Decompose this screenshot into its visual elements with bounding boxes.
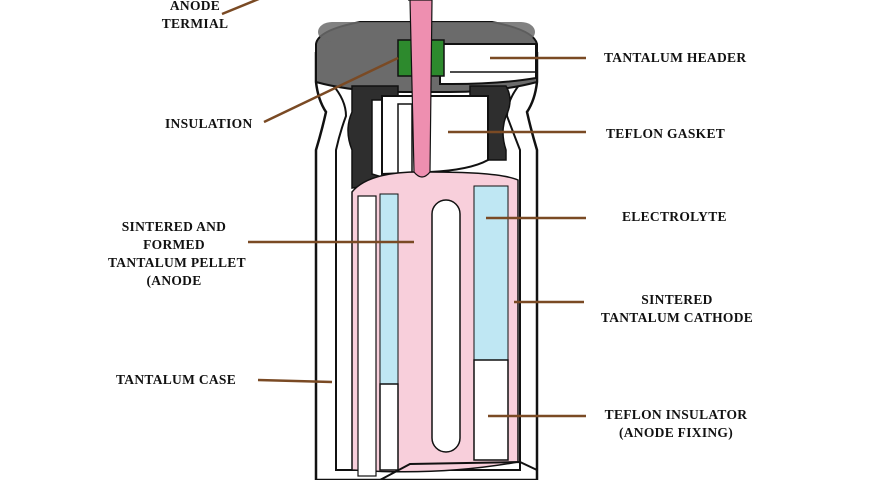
electrolyte-left xyxy=(379,193,399,385)
header-cutaway xyxy=(439,43,537,85)
label-tantalum-case: TANTALUM CASE xyxy=(116,371,236,389)
label-pellet-line1: SINTERED AND xyxy=(121,219,227,234)
label-cathode-line2: TANTALUM CATHODE xyxy=(600,310,754,325)
label-insulator-line1: TEFLON INSULATOR xyxy=(604,407,748,422)
label-sintered-pellet: SINTERED AND FORMED TANTALUM PELLET (ANO… xyxy=(108,218,246,290)
label-teflon-insulator: TEFLON INSULATOR (ANODE FIXING) xyxy=(596,406,756,442)
label-pellet-line3: TANTALUM PELLET xyxy=(108,255,246,270)
label-case-line1: TANTALUM CASE xyxy=(116,372,237,387)
pellet-slot xyxy=(431,199,461,453)
label-pellet-line2: FORMED xyxy=(143,237,205,252)
label-insulation-line1: INSULATION xyxy=(165,116,253,131)
label-teflon-gasket: TEFLON GASKET xyxy=(606,125,725,143)
teflon-insulator-left xyxy=(379,383,399,471)
teflon-gasket-shell-right xyxy=(469,85,511,161)
case-base xyxy=(379,460,538,480)
label-electrolyte-line1: ELECTROLYTE xyxy=(622,209,727,224)
label-tantalum-header: TANTALUM HEADER xyxy=(604,49,746,67)
label-anode-terminal-line2: TERMIAL xyxy=(161,16,229,31)
label-electrolyte: ELECTROLYTE xyxy=(622,208,727,226)
label-cathode-line1: SINTERED xyxy=(641,292,713,307)
gasket-slot xyxy=(397,103,413,175)
label-pellet-line4: (ANODE xyxy=(146,273,202,288)
electrolyte-right xyxy=(473,185,509,361)
label-insulation: INSULATION xyxy=(165,115,253,133)
label-header-line1: TANTALUM HEADER xyxy=(604,50,747,65)
leader-lines xyxy=(221,0,586,418)
label-gasket-line1: TEFLON GASKET xyxy=(606,126,726,141)
label-sintered-cathode: SINTERED TANTALUM CATHODE xyxy=(592,291,762,327)
teflon-gasket-shell xyxy=(347,85,399,189)
left-strip xyxy=(357,195,377,477)
label-anode-terminal: ANODE TERMIAL xyxy=(150,0,240,33)
teflon-insulator-right xyxy=(473,359,509,461)
label-anode-terminal-line1: ANODE xyxy=(169,0,221,13)
label-insulator-line2: (ANODE FIXING) xyxy=(618,425,734,440)
anode-wire xyxy=(408,0,433,178)
